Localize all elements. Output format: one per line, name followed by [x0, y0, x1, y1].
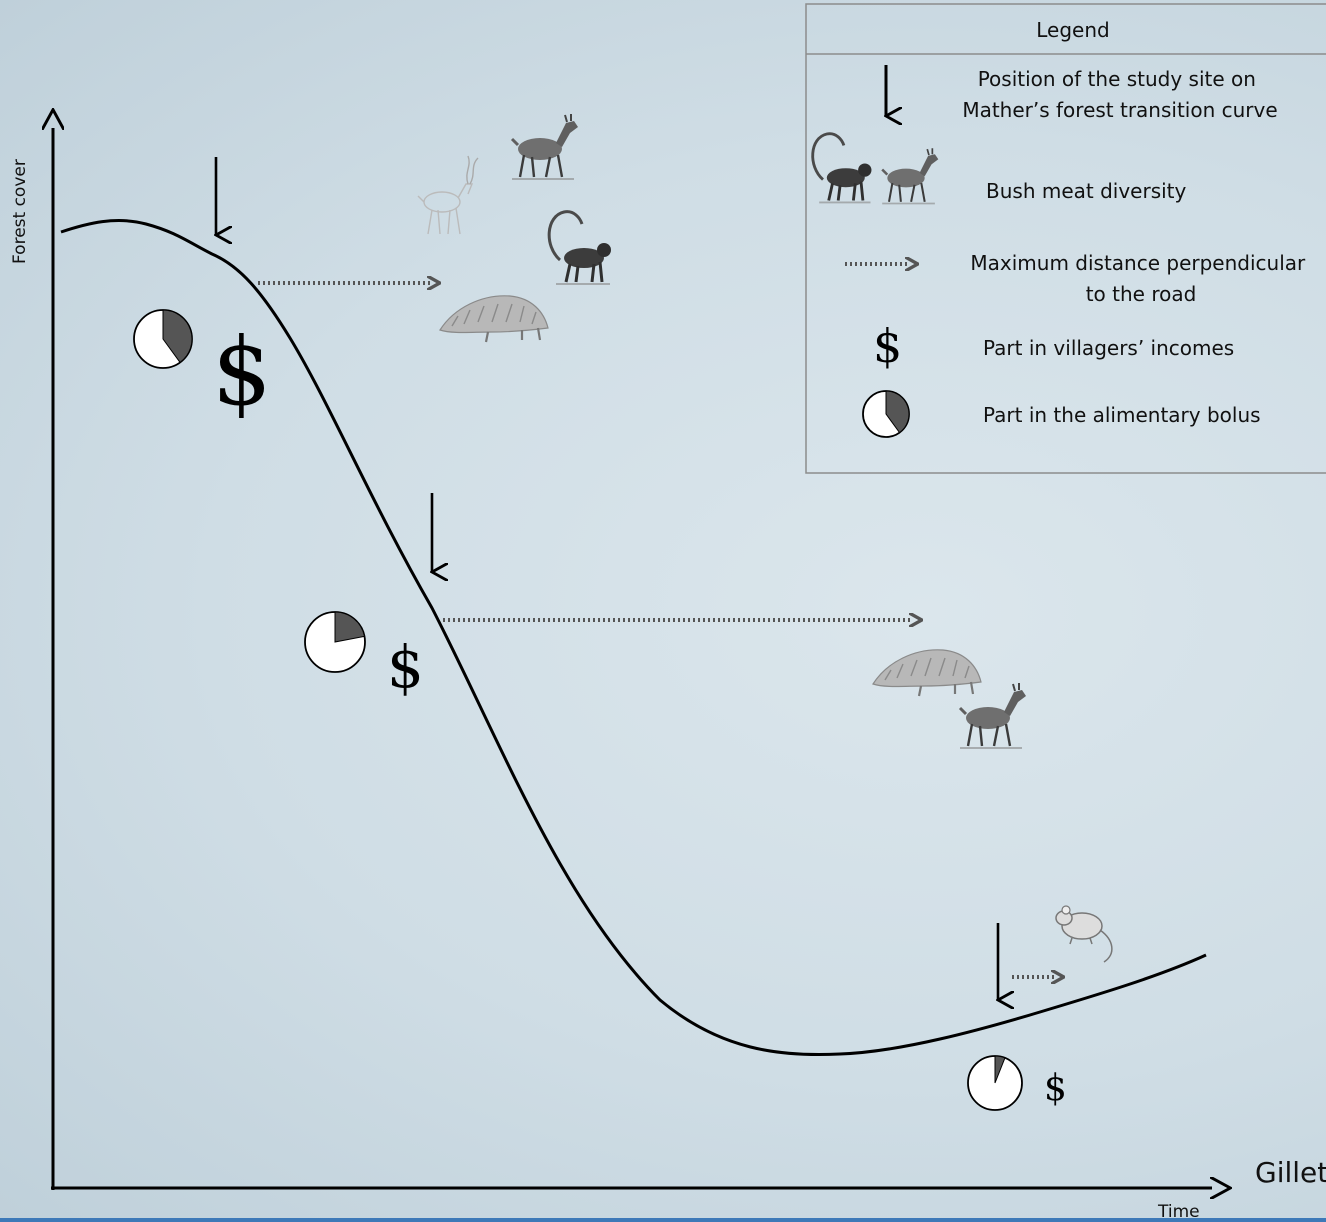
pangolin-icon [871, 648, 983, 698]
legend-income: Part in villagers’ incomes [983, 336, 1234, 360]
legend-max-distance-line-2: to the road [1086, 282, 1197, 306]
dollar-icon: $ [873, 319, 902, 373]
site-1: $ [133, 112, 613, 427]
kudu-icon [417, 155, 479, 235]
dollar-icon: $ [1044, 1068, 1067, 1109]
pie-slice [885, 390, 910, 434]
pie-chart-icon [862, 390, 910, 438]
legend-max-distance: Maximum distance perpendicular to the ro… [970, 251, 1311, 306]
pie-chart-icon [967, 1055, 1023, 1111]
monkey-icon [811, 132, 873, 204]
pie-chart-icon [304, 611, 366, 673]
legend-site-position: Position of the study site on Mather’s f… [962, 67, 1277, 122]
bushmeat-diversity-2 [871, 648, 1028, 750]
dollar-icon: $ [387, 633, 424, 701]
dollar-icon: $ [212, 318, 272, 427]
pie-slice [994, 1055, 1006, 1084]
attribution: Gillet [1255, 1156, 1326, 1189]
pie-slice [334, 611, 366, 643]
pie-chart-icon [133, 309, 193, 369]
pangolin-icon [438, 294, 550, 344]
bushmeat-diversity-3 [1055, 905, 1113, 963]
legend-bushmeat: Bush meat diversity [986, 179, 1187, 203]
legend-site-position-line-2: Mather’s forest transition curve [962, 98, 1277, 122]
bushmeat-legend-icon [811, 132, 940, 205]
monkey-icon [547, 210, 613, 286]
duiker-icon [880, 146, 940, 205]
pie-slice [162, 309, 193, 364]
legend-max-distance-line-1: Maximum distance perpendicular [970, 251, 1306, 275]
legend-title: Legend [1036, 18, 1109, 42]
legend-site-position-line-1: Position of the study site on [978, 67, 1256, 91]
rodent-icon [1055, 905, 1113, 963]
legend-box [805, 3, 1326, 474]
duiker-icon [510, 112, 580, 181]
legend: Legend Position of the study site on Mat… [805, 3, 1326, 474]
duiker-icon [958, 681, 1028, 750]
y-axis-label: Forest cover [10, 159, 30, 264]
x-axis-label: Time [1157, 1202, 1200, 1222]
bushmeat-diversity-1 [417, 112, 613, 344]
bottom-border [0, 1218, 1326, 1222]
legend-bolus: Part in the alimentary bolus [983, 403, 1261, 427]
forest-transition-curve [60, 218, 1207, 1057]
site-3: $ [967, 905, 1113, 1111]
site-2: $ [304, 493, 1028, 750]
